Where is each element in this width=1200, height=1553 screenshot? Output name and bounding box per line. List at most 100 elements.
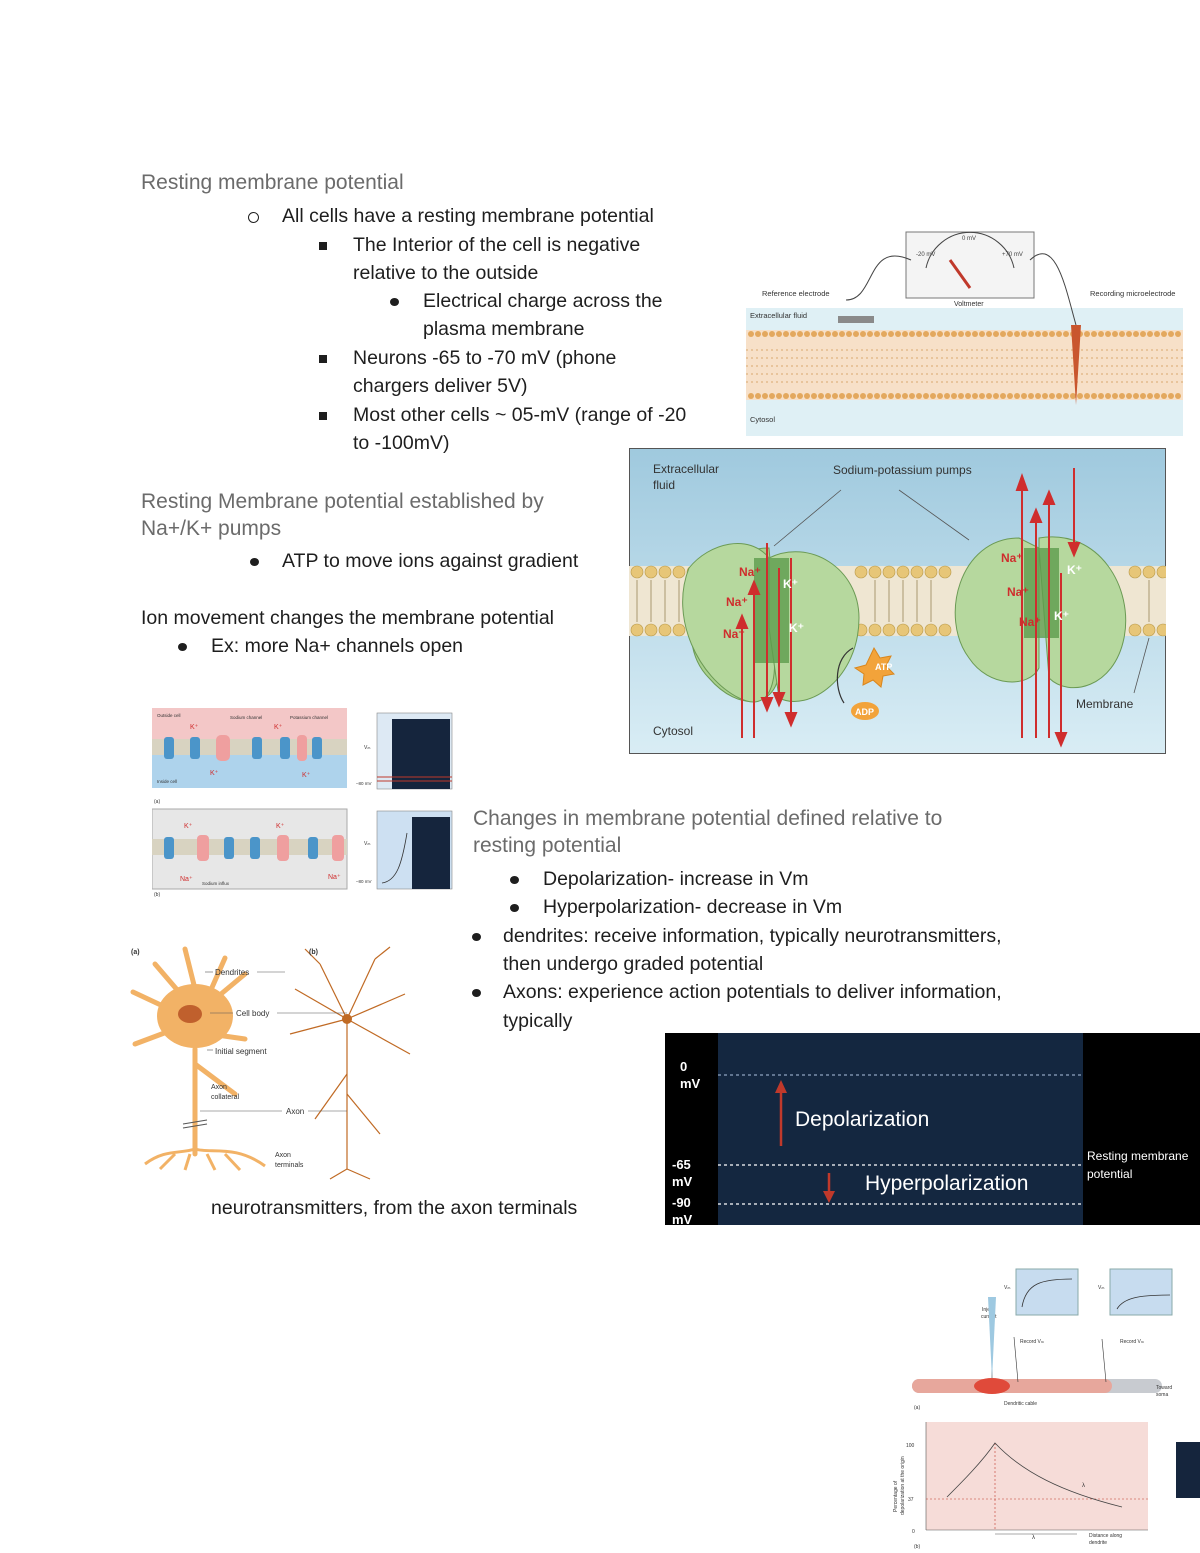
svg-text:Recording microelectrode: Recording microelectrode xyxy=(1090,289,1175,298)
svg-text:Percentage of: Percentage of xyxy=(893,1480,899,1512)
bullet-square xyxy=(319,242,327,250)
svg-text:Cytosol: Cytosol xyxy=(653,724,693,738)
svg-text:fluid: fluid xyxy=(653,478,675,492)
svg-text:Extracellular fluid: Extracellular fluid xyxy=(750,311,807,320)
svg-text:Membrane: Membrane xyxy=(1076,697,1134,711)
svg-text:(a): (a) xyxy=(914,1405,920,1411)
svg-text:Hyperpolarization: Hyperpolarization xyxy=(865,1172,1028,1195)
bullet-ring xyxy=(248,212,259,223)
svg-text:Na⁺: Na⁺ xyxy=(1007,585,1029,599)
svg-text:0: 0 xyxy=(680,1059,687,1074)
note-line: Depolarization- increase in Vm xyxy=(543,868,809,890)
membrane-potential-chart: 0 mV -65 mV -90 mV Depolarization Hyperp… xyxy=(665,1033,1200,1225)
bullet-dot xyxy=(472,933,481,941)
svg-text:100: 100 xyxy=(906,1443,915,1449)
svg-text:Cell body: Cell body xyxy=(236,1009,269,1018)
svg-text:Resting membrane: Resting membrane xyxy=(1087,1149,1189,1163)
svg-text:Outside cell: Outside cell xyxy=(157,713,181,718)
ion-channel-figure: Outside cell Inside cell Sodium channel … xyxy=(152,708,453,898)
svg-text:(a): (a) xyxy=(154,799,160,805)
svg-text:Distance along: Distance along xyxy=(1089,1533,1122,1539)
svg-text:λ: λ xyxy=(1032,1535,1035,1541)
sodium-potassium-pump-figure: Na⁺ Na⁺ Na⁺ K⁺ K⁺ Na⁺ Na⁺ Na⁺ K⁺ K⁺ ATP … xyxy=(629,448,1166,754)
svg-text:–80 mV: –80 mV xyxy=(356,879,372,884)
svg-text:Dendrites: Dendrites xyxy=(215,968,249,977)
svg-text:-20 mV: -20 mV xyxy=(916,252,935,258)
svg-text:Reference electrode: Reference electrode xyxy=(762,289,830,298)
svg-text:Vₘ: Vₘ xyxy=(364,745,370,751)
bullet-square xyxy=(319,412,327,420)
section-heading-pumps-2: Na+/K+ pumps xyxy=(141,517,282,540)
svg-text:Dendritic cable: Dendritic cable xyxy=(1004,1401,1037,1407)
svg-text:Na⁺: Na⁺ xyxy=(180,876,193,883)
svg-text:K⁺: K⁺ xyxy=(274,724,283,731)
svg-text:dendrite: dendrite xyxy=(1089,1540,1107,1546)
svg-text:Initial segment: Initial segment xyxy=(215,1047,267,1056)
note-line: Most other cells ~ 05-mV (range of -20 xyxy=(353,404,687,426)
svg-text:(b): (b) xyxy=(309,949,318,956)
svg-text:0: 0 xyxy=(912,1529,915,1535)
svg-text:Record Vₘ: Record Vₘ xyxy=(1120,1339,1144,1345)
svg-text:K⁺: K⁺ xyxy=(276,823,285,830)
svg-text:Axon: Axon xyxy=(211,1084,227,1091)
note-line: Axons: experience action potentials to d… xyxy=(503,981,1002,1003)
svg-text:(b): (b) xyxy=(154,892,160,898)
svg-text:soma: soma xyxy=(1156,1392,1168,1398)
bullet-dot xyxy=(510,876,519,884)
bullet-dot xyxy=(510,904,519,912)
svg-text:(a): (a) xyxy=(131,949,140,956)
svg-text:λ: λ xyxy=(1082,1483,1085,1489)
bullet-dot xyxy=(390,298,399,306)
svg-text:K⁺: K⁺ xyxy=(190,724,199,731)
svg-text:K⁺: K⁺ xyxy=(1067,563,1082,577)
svg-text:Vₘ: Vₘ xyxy=(1004,1285,1010,1291)
section-heading-changes: Changes in membrane potential defined re… xyxy=(473,807,943,830)
svg-text:Depolarization: Depolarization xyxy=(795,1108,929,1131)
bullet-square xyxy=(319,355,327,363)
svg-text:Na⁺: Na⁺ xyxy=(1019,615,1041,629)
svg-text:Sodium influx: Sodium influx xyxy=(202,881,230,886)
svg-text:+70 mV: +70 mV xyxy=(1002,252,1023,258)
svg-text:mV: mV xyxy=(672,1174,693,1189)
note-line: relative to the outside xyxy=(353,262,539,284)
bullet-dot xyxy=(250,558,259,566)
svg-text:ADP: ADP xyxy=(855,707,874,717)
svg-text:Potassium channel: Potassium channel xyxy=(290,715,328,720)
section-heading-pumps: Resting Membrane potential established b… xyxy=(141,490,544,513)
svg-text:Vₘ: Vₘ xyxy=(1098,1285,1104,1291)
svg-text:Na⁺: Na⁺ xyxy=(328,874,341,881)
svg-text:K⁺: K⁺ xyxy=(789,621,804,635)
svg-text:Record Vₘ: Record Vₘ xyxy=(1020,1339,1044,1345)
svg-text:mV: mV xyxy=(680,1076,701,1091)
svg-text:–80 mV: –80 mV xyxy=(356,781,372,786)
svg-text:-65: -65 xyxy=(672,1157,691,1172)
note-line: then undergo graded potential xyxy=(503,953,764,975)
svg-text:Sodium-potassium pumps: Sodium-potassium pumps xyxy=(833,463,972,477)
svg-text:Na⁺: Na⁺ xyxy=(723,627,745,641)
note-line: typically xyxy=(503,1010,573,1032)
section-heading-resting-potential: Resting membrane potential xyxy=(141,171,404,194)
svg-text:Na⁺: Na⁺ xyxy=(739,565,761,579)
svg-text:Axon: Axon xyxy=(286,1107,304,1116)
svg-text:K⁺: K⁺ xyxy=(184,823,193,830)
svg-text:potential: potential xyxy=(1087,1167,1132,1181)
note-line: Hyperpolarization- decrease in Vm xyxy=(543,896,843,918)
bullet-dot xyxy=(178,643,187,651)
note-line: to -100mV) xyxy=(353,432,450,454)
svg-text:Sodium channel: Sodium channel xyxy=(230,715,262,720)
svg-text:mV: mV xyxy=(672,1212,693,1225)
cropped-dark-panel xyxy=(1176,1442,1200,1498)
svg-text:Extracellular: Extracellular xyxy=(653,462,719,476)
svg-text:Toward: Toward xyxy=(1156,1385,1172,1391)
voltmeter-figure: -20 mV 0 mV +70 mV Voltmeter Reference e… xyxy=(746,231,1183,436)
svg-text:collateral: collateral xyxy=(211,1094,239,1101)
svg-text:K⁺: K⁺ xyxy=(302,772,311,779)
note-line: chargers deliver 5V) xyxy=(353,375,528,397)
svg-text:37: 37 xyxy=(908,1497,914,1503)
svg-text:(b): (b) xyxy=(914,1544,920,1550)
svg-text:Inject: Inject xyxy=(982,1307,995,1313)
note-line: plasma membrane xyxy=(423,318,585,340)
svg-text:depolarization at the origin: depolarization at the origin xyxy=(900,1456,906,1515)
svg-text:ATP: ATP xyxy=(875,662,892,672)
note-line: ATP to move ions against gradient xyxy=(282,550,579,572)
